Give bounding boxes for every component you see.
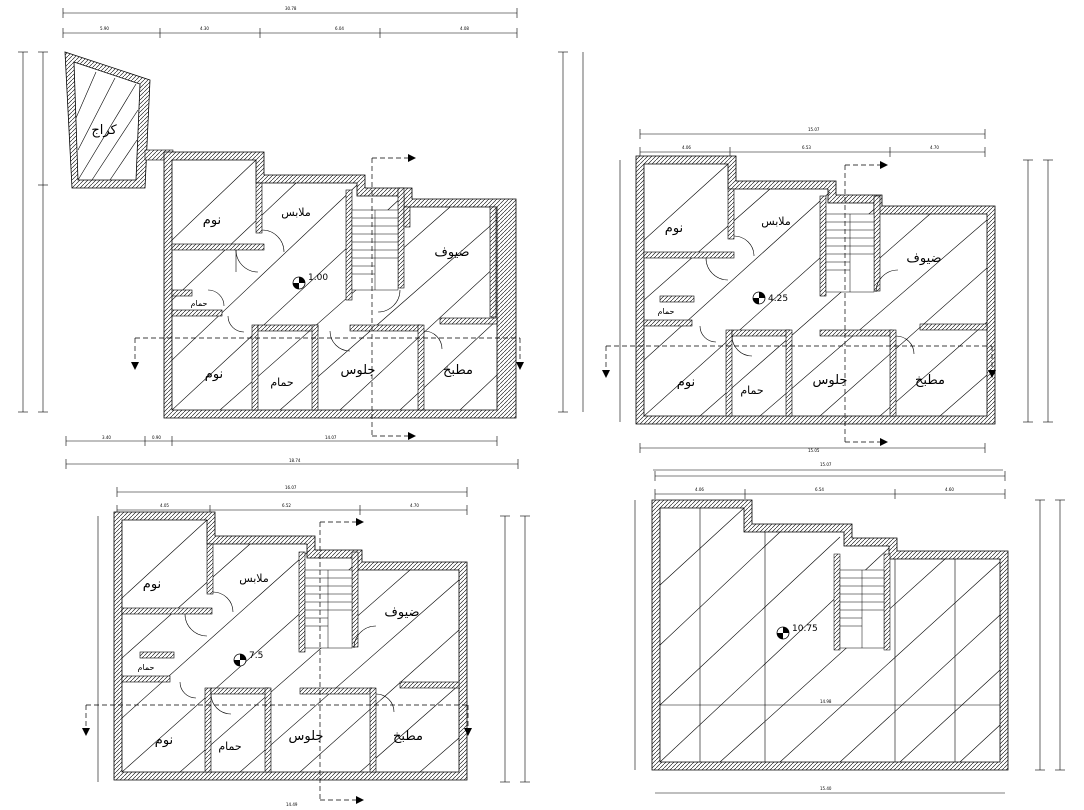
floor-hatching <box>644 163 987 416</box>
svg-text:4.60: 4.60 <box>945 487 954 492</box>
svg-text:15.40: 15.40 <box>820 786 832 791</box>
garage <box>64 51 174 189</box>
level-value: 1.00 <box>308 273 328 283</box>
dimension-lines <box>634 471 1065 794</box>
svg-text:18.74: 18.74 <box>289 458 301 463</box>
room-label: ضيوف <box>384 605 419 620</box>
interior-walls <box>643 188 988 417</box>
room-label: نوم <box>155 733 173 748</box>
floor-plan-second: 16.07 4.05 6.52 4.70 14.49 <box>82 485 530 807</box>
room-label: مطبخ <box>443 363 473 378</box>
room-labels: كراج نوم ملابس ضيوف حمام نوم حمام جلوس م… <box>91 123 473 389</box>
svg-text:6.04: 6.04 <box>335 26 344 31</box>
level-value: 4.25 <box>768 294 788 304</box>
dimension-values: 4.06 6.54 4.60 14.98 15.40 <box>695 487 954 791</box>
svg-text:4.05: 4.05 <box>160 503 169 508</box>
floor-plan-roof: 4.06 6.54 4.60 14.98 15.40 <box>634 471 1065 794</box>
svg-text:15.07: 15.07 <box>808 127 820 132</box>
floor-plan-first: 15.07 4.06 6.53 4.70 15.05 15.07 <box>602 127 1053 471</box>
room-label: نوم <box>203 213 221 228</box>
svg-text:4.70: 4.70 <box>930 145 939 150</box>
room-label: مطبخ <box>915 373 945 388</box>
level-marker: 1.00 <box>292 273 328 290</box>
door-swings <box>207 229 443 352</box>
room-label: ملابس <box>761 215 791 228</box>
staircase <box>351 209 399 291</box>
dimension-lines <box>97 487 530 783</box>
svg-text:5.90: 5.90 <box>100 26 109 31</box>
dimension-values: 15.07 4.06 6.53 4.70 15.05 15.07 <box>682 127 939 467</box>
section-lines <box>134 157 521 437</box>
svg-text:4.30: 4.30 <box>200 26 209 31</box>
section-arrows <box>82 518 472 804</box>
svg-text:16.07: 16.07 <box>285 485 297 490</box>
interior-walls <box>121 543 460 773</box>
svg-text:4.06: 4.06 <box>695 487 704 492</box>
room-label: حمام <box>740 384 763 397</box>
door-swings <box>179 591 395 715</box>
staircase <box>825 213 875 293</box>
svg-text:30.78: 30.78 <box>285 6 297 11</box>
room-label: حمام <box>658 307 675 316</box>
floor-hatching <box>172 160 497 410</box>
section-lines <box>85 521 469 801</box>
section-arrows <box>131 154 524 440</box>
room-label: ضيوف <box>906 251 941 266</box>
door-swings <box>699 235 915 357</box>
room-label: كراج <box>91 123 117 138</box>
svg-text:4.70: 4.70 <box>410 503 419 508</box>
floor-plan-ground: 30.78 5.90 4.30 6.04 4.08 3.40 0.90 14.0… <box>18 6 584 469</box>
room-label: نوم <box>665 221 683 236</box>
room-labels: نوم ملابس ضيوف حمام نوم حمام جلوس مطبخ <box>658 215 945 397</box>
level-value: 10.75 <box>792 624 818 634</box>
svg-text:0.90: 0.90 <box>152 435 161 440</box>
room-label: نوم <box>205 367 223 382</box>
level-value: 7.5 <box>249 651 263 661</box>
svg-text:14.07: 14.07 <box>325 435 337 440</box>
svg-text:6.53: 6.53 <box>802 145 811 150</box>
room-label: جلوس <box>289 729 324 744</box>
roof-hatching <box>659 507 1001 762</box>
svg-text:6.54: 6.54 <box>815 487 824 492</box>
room-labels: نوم ملابس ضيوف حمام نوم حمام جلوس مطبخ <box>138 572 423 753</box>
section-arrows <box>602 161 996 446</box>
room-label: ملابس <box>239 572 269 585</box>
level-marker: 10.75 <box>776 624 818 640</box>
svg-text:15.07: 15.07 <box>820 462 832 467</box>
svg-text:15.05: 15.05 <box>808 448 820 453</box>
dimension-lines <box>18 8 584 469</box>
room-label: ملابس <box>281 206 311 219</box>
room-label: جلوس <box>813 373 848 388</box>
room-label: جلوس <box>341 363 376 378</box>
level-marker: 4.25 <box>752 291 788 305</box>
room-label: حمام <box>270 376 293 389</box>
dimension-values: 30.78 5.90 4.30 6.04 4.08 3.40 0.90 14.0… <box>100 6 469 463</box>
dimension-values: 16.07 4.05 6.52 4.70 14.49 <box>160 485 419 807</box>
svg-text:6.52: 6.52 <box>282 503 291 508</box>
interior-walls <box>171 182 498 411</box>
room-label: حمام <box>191 299 208 308</box>
room-label: نوم <box>677 375 695 390</box>
level-marker: 7.5 <box>233 651 263 667</box>
svg-text:4.06: 4.06 <box>682 145 691 150</box>
svg-text:4.08: 4.08 <box>460 26 469 31</box>
section-lines <box>605 164 993 443</box>
svg-text:14.49: 14.49 <box>286 802 298 807</box>
room-label: مطبخ <box>393 729 423 744</box>
staircase <box>304 569 353 649</box>
dimension-lines <box>619 129 1053 471</box>
staircase <box>833 553 891 651</box>
room-label: حمام <box>138 663 155 672</box>
exterior-wall <box>651 499 1009 771</box>
svg-text:3.40: 3.40 <box>102 435 111 440</box>
room-label: ضيوف <box>434 245 469 260</box>
svg-text:14.98: 14.98 <box>820 699 832 704</box>
room-label: حمام <box>218 740 241 753</box>
room-label: نوم <box>143 577 161 592</box>
roof-division-lines <box>660 508 1000 762</box>
